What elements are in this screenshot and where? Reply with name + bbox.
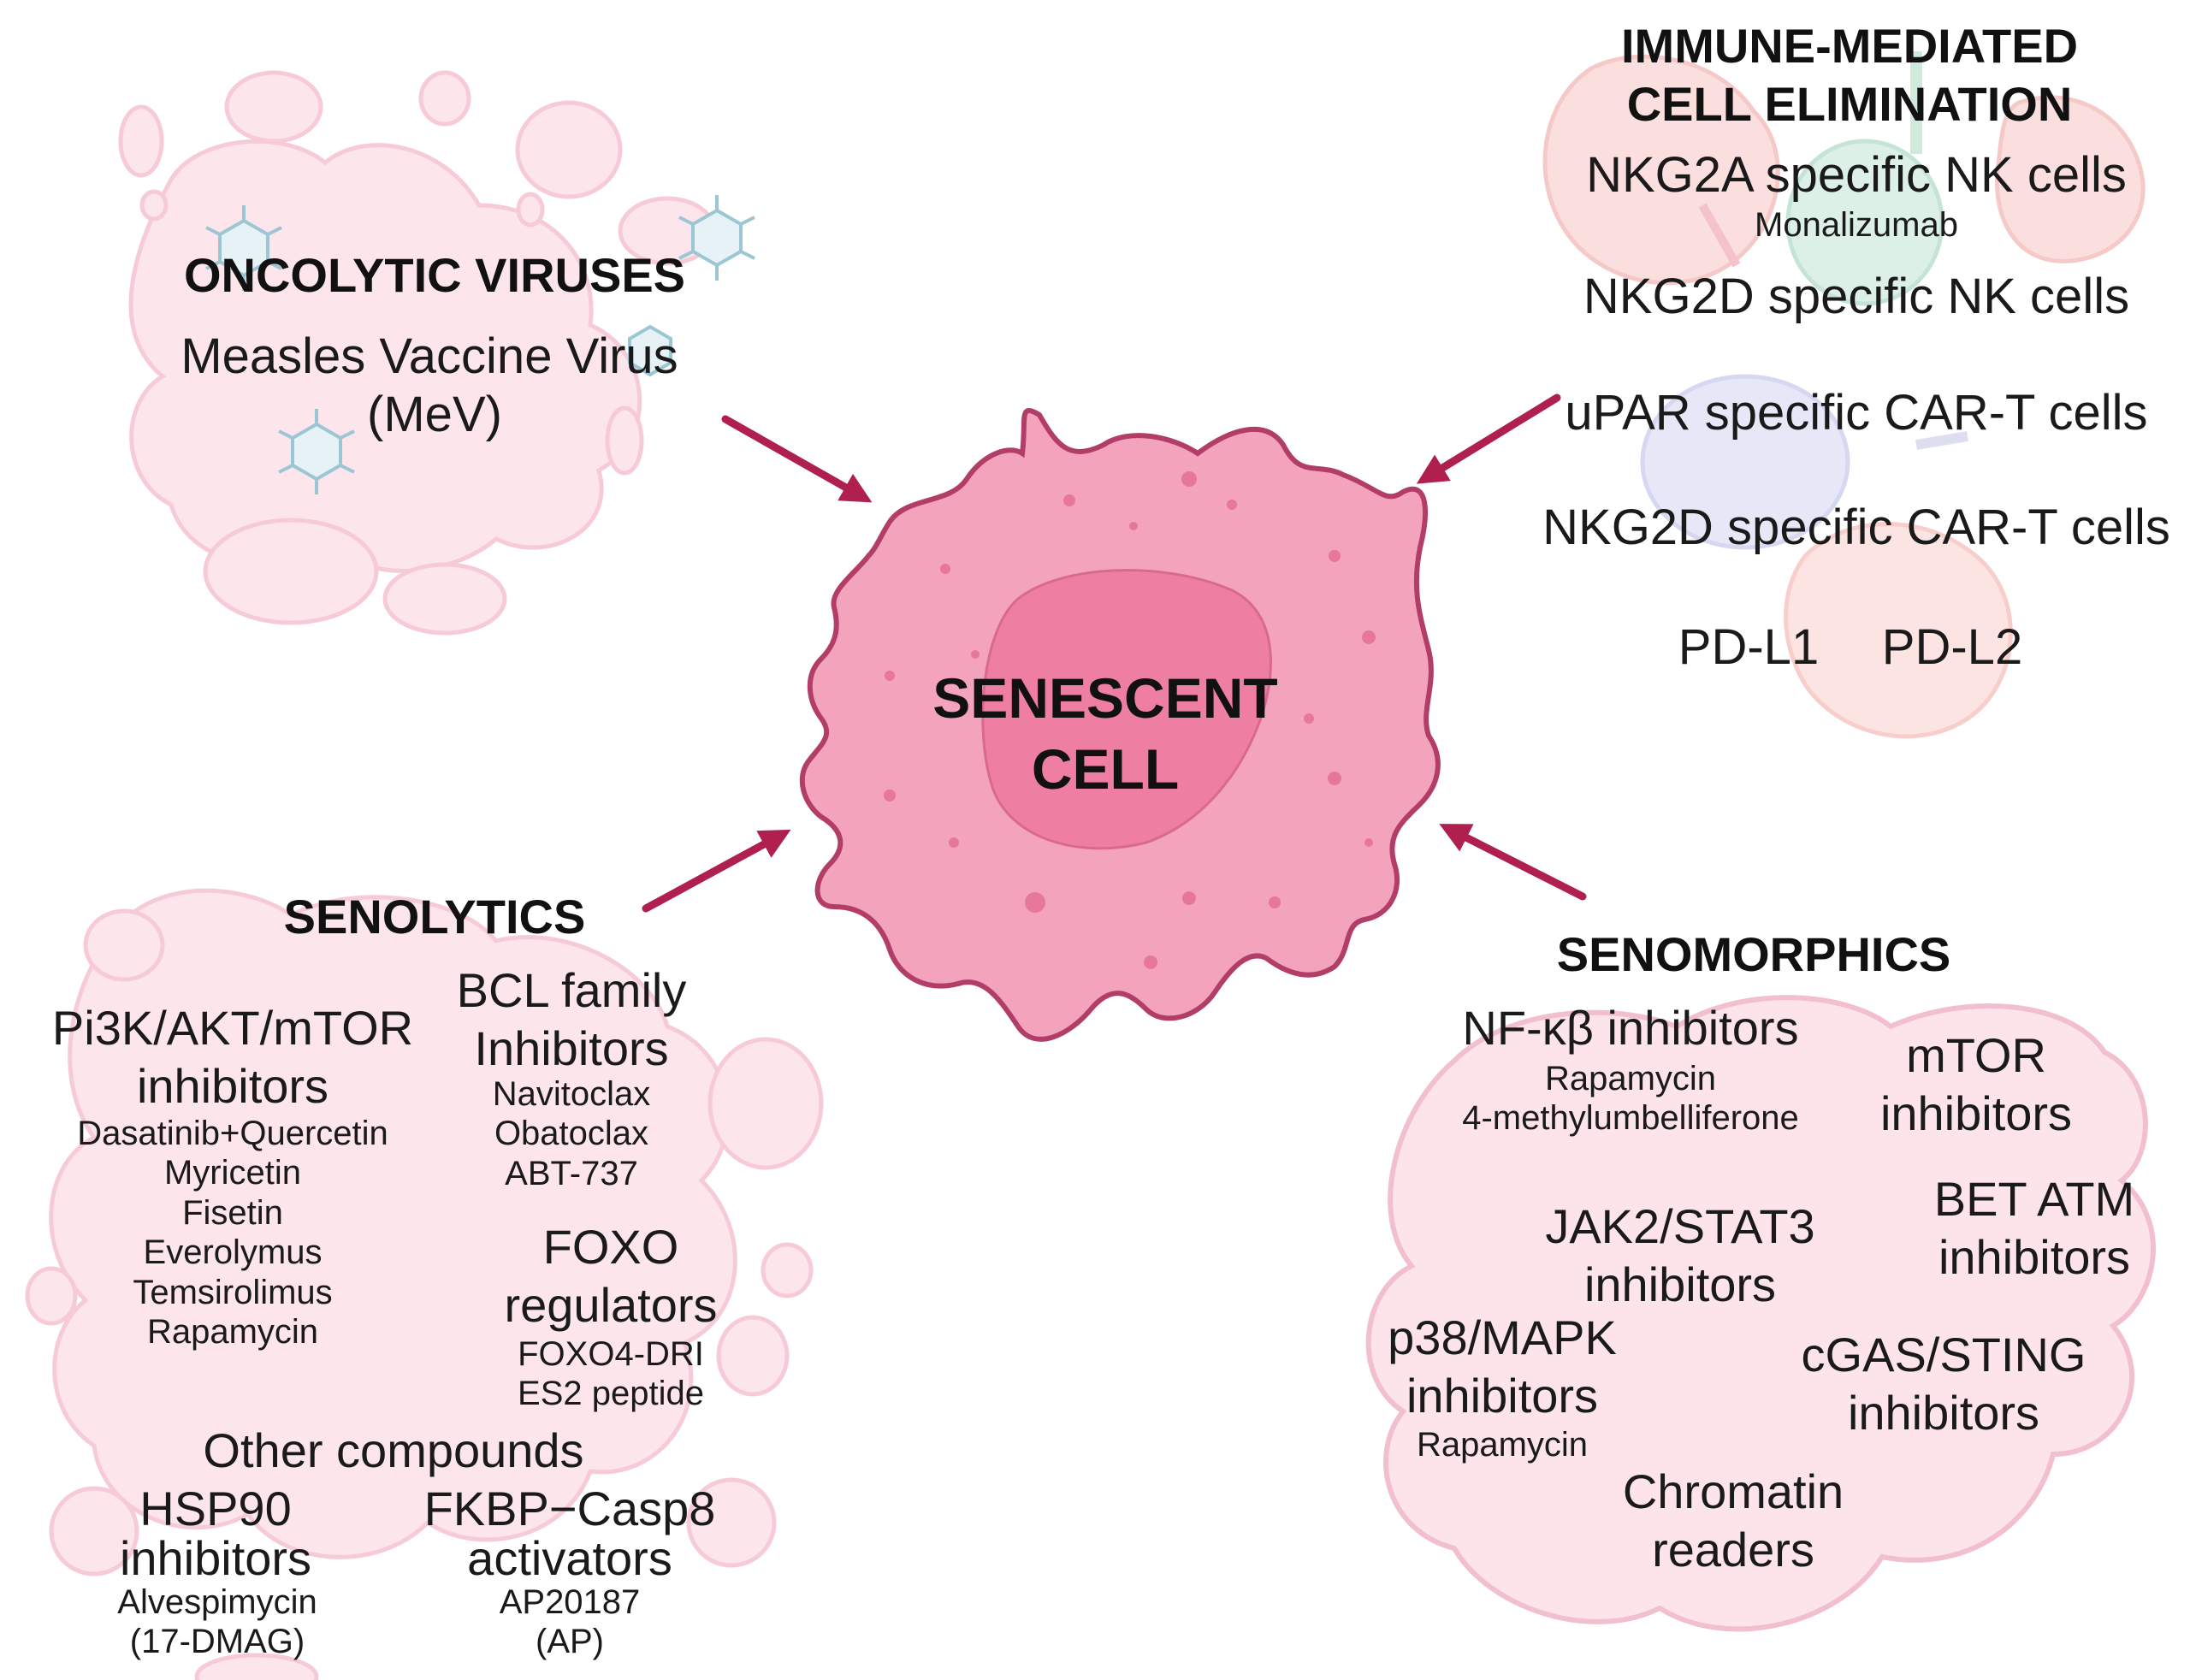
drug-item: ABT-737: [505, 1154, 638, 1192]
pi3k-heading-line1: Pi3K/AKT/mTOR: [51, 1001, 414, 1055]
chromatin-heading-line2: readers: [1652, 1523, 1814, 1576]
foxo-drug-list: FOXO4-DRI ES2 peptide: [518, 1334, 704, 1414]
drug-item: Obatoclax: [494, 1115, 649, 1153]
pi3k-drug-list: Dasatinib+Quercetin Myricetin Fisetin Ev…: [77, 1114, 388, 1352]
bcl-heading-line1: BCL family: [456, 963, 687, 1017]
immune-item: PD-L2: [1881, 619, 2023, 675]
senomorphics-title: SENOMORPHICS: [1556, 927, 1951, 981]
fkbp-heading-line2: activators: [467, 1531, 672, 1585]
fkbp-heading-line1: FKBP−Casp8: [423, 1482, 716, 1535]
pi3k-heading-line2: inhibitors: [136, 1059, 329, 1113]
immune-item: NKG2D specific NK cells: [1583, 269, 2130, 324]
hsp90-heading-line2: inhibitors: [119, 1531, 312, 1585]
nfkb-drug-list: Rapamycin 4-methylumbelliferone: [1462, 1059, 1799, 1139]
senescent-cell: [799, 408, 1441, 1042]
drug-item: ES2 peptide: [518, 1375, 704, 1413]
drug-item: Temsirolimus: [133, 1273, 333, 1311]
oncolytic-item-line1: Measles Vaccine Virus: [181, 328, 678, 384]
foxo-heading-line1: FOXO: [542, 1220, 679, 1274]
senomorphics-background-cells: [1365, 995, 2156, 1632]
fkbp-drug-list: AP20187 (AP): [500, 1582, 641, 1662]
hsp90-drug-list: Alvespimycin (17-DMAG): [117, 1582, 317, 1662]
immune-title-line1: IMMUNE-MEDIATED: [1620, 19, 2079, 73]
jak-heading-line1: JAK2/STAT3: [1545, 1199, 1815, 1253]
immune-item: NKG2A specific NK cells: [1586, 147, 2127, 203]
immune-item: PD-L1: [1678, 619, 1820, 675]
hsp90-heading-line1: HSP90: [139, 1482, 292, 1535]
chromatin-heading-line1: Chromatin: [1622, 1464, 1844, 1518]
drug-item: Fisetin: [182, 1193, 283, 1232]
bet-heading-line2: inhibitors: [1938, 1230, 2131, 1284]
drug-item: Alvespimycin: [117, 1583, 317, 1621]
drug-item: Rapamycin: [1544, 1060, 1717, 1097]
virus-icons: [205, 195, 755, 494]
mtor-heading-line2: inhibitors: [1879, 1086, 2073, 1140]
oncolytic-title: ONCOLYTIC VIRUSES: [183, 248, 686, 302]
oncolytic-item-line2: (MeV): [367, 387, 502, 442]
bet-heading-line1: BET ATM: [1933, 1172, 2135, 1226]
drug-item: Navitoclax: [492, 1075, 651, 1113]
jak-heading-line2: inhibitors: [1583, 1257, 1777, 1311]
arrows: [642, 393, 1587, 913]
cgas-heading-line1: cGAS/STING: [1801, 1328, 2086, 1381]
mtor-heading-line1: mTOR: [1906, 1028, 2046, 1082]
foxo-heading-line2: regulators: [504, 1278, 718, 1332]
immune-background-cells: [1542, 51, 2146, 739]
senescent-cell-label: SENESCENT CELL: [932, 663, 1277, 804]
senolytics-background-cells: [25, 888, 824, 1680]
drug-item: Everolymus: [143, 1233, 323, 1272]
immune-item: Monalizumab: [1755, 206, 1958, 244]
p38-heading-line2: inhibitors: [1406, 1369, 1599, 1423]
senescent-cell-label-line2: CELL: [1031, 736, 1180, 801]
drug-item: (AP): [536, 1623, 604, 1661]
drug-item: AP20187: [499, 1583, 641, 1621]
drug-item: (17-DMAG): [129, 1623, 305, 1661]
drug-item: 4-methylumbelliferone: [1462, 1099, 1799, 1138]
immune-item: uPAR specific CAR-T cells: [1565, 385, 2148, 441]
p38-heading-line1: p38/MAPK: [1388, 1310, 1617, 1364]
other-compounds-heading: Other compounds: [203, 1423, 584, 1477]
bcl-drug-list: Navitoclax Obatoclax ABT-737: [493, 1074, 651, 1193]
drug-item: Rapamycin: [146, 1312, 319, 1351]
senolytics-title: SENOLYTICS: [283, 890, 586, 944]
nfkb-heading: NF-κβ inhibitors: [1462, 1001, 1799, 1055]
drug-item: FOXO4-DRI: [518, 1335, 704, 1373]
senescent-cell-label-line1: SENESCENT: [932, 666, 1278, 730]
p38-drug-item: Rapamycin: [1416, 1426, 1589, 1464]
cgas-heading-line2: inhibitors: [1847, 1386, 2040, 1440]
senescent-cell-nucleus: [981, 569, 1272, 850]
drug-item: Myricetin: [163, 1154, 302, 1192]
bcl-heading-line2: Inhibitors: [474, 1021, 669, 1075]
immune-title-line2: CELL ELIMINATION: [1626, 77, 2073, 131]
immune-item: NKG2D specific CAR-T cells: [1542, 500, 2170, 555]
drug-item: Dasatinib+Quercetin: [77, 1115, 388, 1152]
